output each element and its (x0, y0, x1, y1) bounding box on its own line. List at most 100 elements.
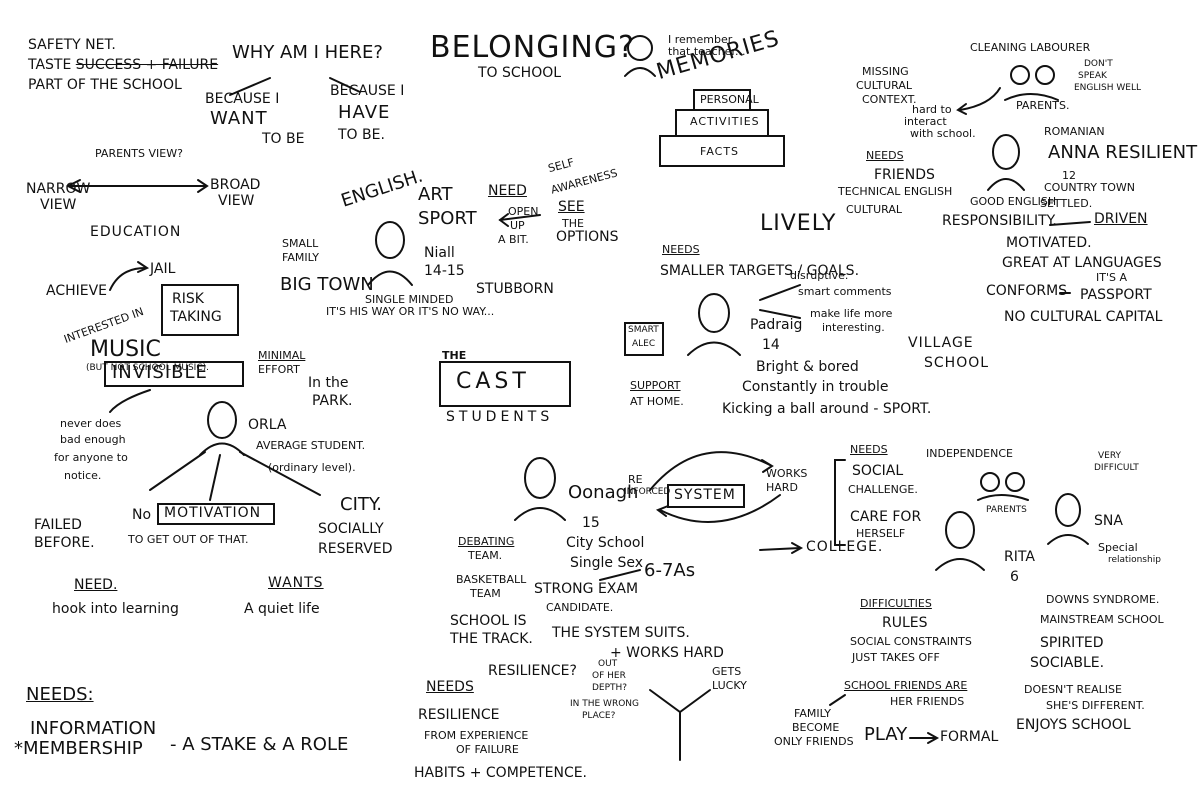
anna-missing: MISSING (862, 65, 909, 78)
rita-family: FAMILY (794, 707, 831, 720)
rita-herfriends: HER FRIENDS (890, 695, 965, 708)
padraig-trouble: Constantly in trouble (742, 379, 889, 395)
anna-passport: PASSPORT (1080, 287, 1152, 303)
rita-needs: NEEDS (850, 443, 888, 456)
orla-music: MUSIC (90, 337, 161, 362)
rita-doesnt: DOESN'T REALISE (1024, 683, 1122, 696)
oonagh-team-2: TEAM (470, 587, 501, 600)
padraig-age: 14 (762, 337, 780, 353)
rita-spirited: SPIRITED (1040, 635, 1104, 651)
rita-sna: SNA (1094, 513, 1123, 529)
oonagh-name: Oonagh (568, 482, 639, 503)
orla-invisible: INVISIBLE (112, 362, 208, 383)
oonagh-ofher: OF HER (592, 671, 626, 681)
niall-need: NEED (488, 183, 527, 199)
part-of-school-text: PART OF THE SCHOOL (28, 77, 182, 93)
niall-art: ART (418, 184, 453, 205)
orla-reserved: RESERVED (318, 541, 393, 557)
orla-need-text: hook into learning (52, 601, 179, 617)
memories-personal: PERSONAL (700, 93, 759, 106)
niall-family: FAMILY (282, 251, 319, 264)
oonagh-res2: RESILIENCE (418, 707, 500, 723)
padraig-support: SUPPORT (630, 379, 681, 392)
broad-1: BROAD (210, 177, 261, 193)
rita-special: Special (1098, 541, 1138, 554)
oonagh-workshard: + WORKS HARD (610, 645, 724, 661)
oonagh-lucky: LUCKY (712, 679, 747, 692)
anna-romanian: ROMANIAN (1044, 125, 1105, 138)
rita-different: SHE'S DIFFERENT. (1046, 699, 1145, 712)
anna-itsa: IT'S A (1096, 271, 1127, 284)
orla-getout: TO GET OUT OF THAT. (128, 533, 249, 546)
anna-technical: TECHNICAL ENGLISH (838, 185, 953, 198)
padraig-lively: LIVELY (760, 211, 837, 236)
anna-responsibility: RESPONSIBILITY. (942, 213, 1057, 229)
niall-small: SMALL (282, 237, 319, 250)
bottom-membership: *MEMBERSHIP (14, 738, 143, 759)
padraig-disruptive: disruptive. (790, 269, 849, 282)
niall-sport: SPORT (418, 208, 477, 229)
oonagh-as: 6-7As (644, 560, 696, 581)
because-want-2: WANT (210, 108, 268, 129)
niall-the: THE (562, 217, 584, 230)
because-want-1: BECAUSE I (205, 91, 280, 107)
niall-name: Niall (424, 245, 455, 261)
oonagh-habits: HABITS + COMPETENCE. (414, 765, 588, 781)
oonagh-suits: THE SYSTEM SUITS. (552, 625, 690, 641)
niall-see: SEE (558, 199, 585, 215)
rita-name: RITA (1004, 549, 1035, 565)
rita-play: PLAY (864, 724, 908, 745)
niall-way: IT'S HIS WAY OR IT'S NO WAY... (326, 305, 495, 318)
padraig-make: make life more (810, 307, 893, 320)
anna-hard-2: interact (904, 115, 947, 128)
orla-need-label: NEED. (74, 577, 118, 593)
bottom-information: INFORMATION (30, 718, 157, 739)
oonagh-works: WORKS (766, 467, 808, 480)
rita-downs: DOWNS SYNDROME. (1046, 593, 1160, 606)
padraig-alec-label: ALEC (632, 339, 656, 349)
rita-age: 6 (1010, 569, 1019, 585)
cast-sub: STUDENTS (446, 409, 554, 425)
rita-difficult: DIFFICULT (1094, 463, 1139, 473)
orla-never-4: notice. (64, 469, 102, 482)
rita-onlyfriends: ONLY FRIENDS (774, 735, 854, 748)
anna-cleaning: CLEANING LABOURER (970, 41, 1091, 54)
oonagh-strong: STRONG EXAM (534, 581, 639, 597)
anna-hard-3: with school. (910, 127, 976, 140)
safety-net-text: SAFETY NET. (28, 37, 116, 53)
niall-open-1: OPEN (508, 205, 539, 218)
anna-country: COUNTRY TOWN (1044, 181, 1135, 194)
oonagh-age: 15 (582, 515, 600, 531)
orla-jail: JAIL (150, 261, 176, 277)
belonging-sub: TO SCHOOL (478, 65, 562, 81)
orla-wants-label: WANTS (268, 575, 324, 591)
oonagh-place: PLACE? (582, 711, 616, 721)
rita-very: VERY (1098, 451, 1122, 461)
rita-difficulties: DIFFICULTIES (860, 597, 932, 610)
padraig-smart-label: SMART (628, 325, 659, 335)
oonagh-gets: GETS (712, 665, 742, 678)
oonagh-school-2: THE TRACK. (450, 631, 533, 647)
niall-stubborn: STUBBORN (476, 281, 554, 297)
oonagh-depth: DEPTH? (592, 683, 628, 693)
because-have-1: BECAUSE I (330, 83, 405, 99)
oonagh-wrong: IN THE WRONG (570, 699, 640, 709)
niall-open-3: A BIT. (498, 233, 529, 246)
orla-before: BEFORE. (34, 535, 95, 551)
taste-text: TASTE SUCCESS + FAILURE (28, 57, 219, 73)
rita-schoolfriends: SCHOOL FRIENDS ARE (844, 679, 968, 692)
anna-settled: SETTLED. (1040, 197, 1093, 210)
anna-dont-3: ENGLISH WELL (1074, 83, 1142, 93)
rita-sociable: SOCIABLE. (1030, 655, 1105, 671)
rita-herself: HERSELF (856, 527, 906, 540)
orla-socially: SOCIALLY (318, 521, 384, 537)
padraig-kicking: Kicking a ball around - SPORT. (722, 401, 932, 417)
oonagh-debating: DEBATING (458, 535, 515, 548)
anna-cultural-1: CULTURAL (856, 79, 912, 92)
niall-options: OPTIONS (556, 229, 619, 245)
why-question: WHY AM I HERE? (232, 42, 383, 63)
rita-mainstream: MAINSTREAM SCHOOL (1040, 613, 1164, 626)
narrow-2: VIEW (40, 197, 77, 213)
parents-view: PARENTS VIEW? (95, 147, 183, 160)
rita-relationship: relationship (1108, 555, 1161, 565)
